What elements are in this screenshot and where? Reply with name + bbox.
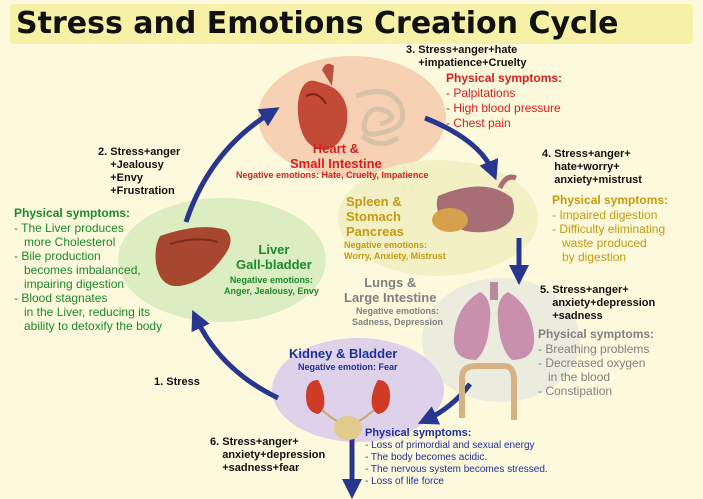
liver-negative-emotions: Negative emotions: Anger, Jealousy, Envy [224, 275, 319, 296]
spleen-negative-emotions: Negative emotions: Worry, Anxiety, Mistr… [344, 240, 446, 261]
stage-6-label: 6. Stress+anger+ anxiety+depression +sad… [210, 436, 326, 474]
small-intestine-illustration [355, 89, 406, 146]
lungs-illustration [453, 282, 535, 360]
lungs-symptoms-list: - Breathing problems - Decreased oxygen … [538, 342, 650, 398]
liver-symptoms-title: Physical symptoms: [14, 206, 131, 220]
arrow-heart-to-spleen [424, 115, 499, 181]
kidney-illustration [306, 380, 390, 414]
liver-organ-label: Liver Gall-bladder [236, 242, 312, 272]
spleen-symptoms-list: - Impaired digestion - Difficulty elimin… [552, 208, 666, 264]
heart-organ-label: Heart & Small Intestine [290, 141, 382, 171]
large-intestine-illustration [459, 363, 517, 420]
bladder-illustration [321, 409, 375, 440]
arrow-liver-to-heart [183, 107, 280, 223]
heart-illustration [297, 63, 348, 150]
heart-symptoms-list: - Palpitations - High blood pressure - C… [446, 86, 561, 130]
stage-4-label: 4. Stress+anger+ hate+worry+ anxiety+mis… [542, 148, 642, 186]
lungs-negative-emotions: Negative emotions: Sadness, Depression [352, 306, 444, 327]
heart-negative-emotions: Negative emotions: Hate, Cruelty, Impati… [236, 170, 429, 180]
liver-illustration [155, 227, 231, 287]
liver-region [118, 198, 326, 322]
heart-symptoms-title: Physical symptoms: [446, 71, 563, 85]
arrow-kidney-to-liver [191, 309, 280, 401]
kidney-negative-emotions: Negative emotion: Fear [298, 362, 398, 372]
lungs-symptoms-title: Physical symptoms: [538, 327, 655, 341]
spleen-organ-label: Spleen & Stomach Pancreas [346, 194, 404, 239]
lungs-organ-label: Lungs & Large Intestine [344, 275, 437, 305]
stage-1-label: 1. Stress [154, 376, 200, 388]
kidney-symptoms-list: - Loss of primordial and sexual energy -… [365, 440, 548, 487]
spleen-stomach-illustration [432, 174, 517, 233]
kidney-symptoms-title: Physical symptoms: [365, 427, 472, 439]
heart-region [258, 56, 446, 178]
liver-symptoms-list: - The Liver produces more Cholesterol - … [14, 221, 163, 333]
spleen-symptoms-title: Physical symptoms: [552, 193, 669, 207]
stage-2-label: 2. Stress+anger +Jealousy +Envy +Frustra… [98, 146, 181, 197]
stage-3-label: 3. Stress+anger+hate +impatience+Cruelty [406, 44, 527, 69]
page-title: Stress and Emotions Creation Cycle [10, 4, 693, 44]
stage-5-label: 5. Stress+anger+ anxiety+depression +sad… [540, 284, 656, 322]
kidney-organ-label: Kidney & Bladder [289, 346, 398, 361]
arrow-lungs-to-kidney [417, 382, 472, 425]
